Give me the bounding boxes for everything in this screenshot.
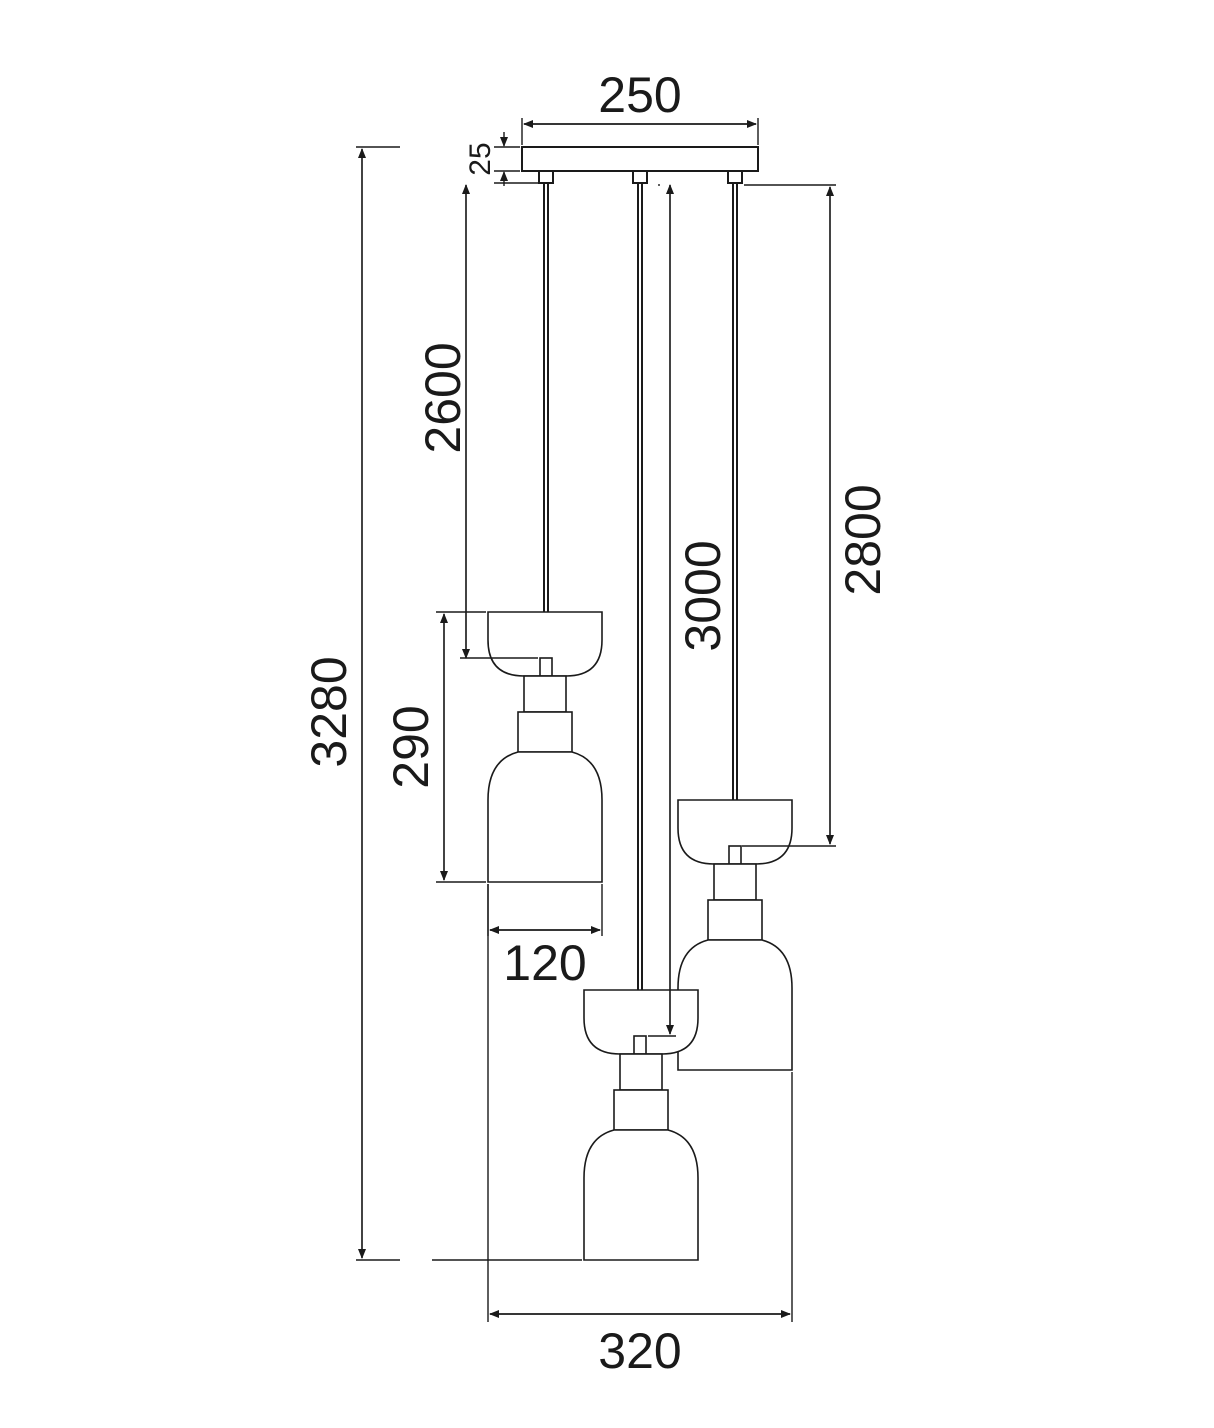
label-overall-width: 320 [598, 1323, 681, 1379]
label-cable-long: 3000 [675, 540, 731, 651]
label-cable-mid: 2800 [835, 484, 891, 595]
ceiling-canopy [521, 146, 759, 184]
dim-canopy-width: 250 [521, 67, 759, 145]
label-shade-width: 120 [503, 935, 586, 991]
label-canopy-width: 250 [598, 67, 681, 123]
dim-shade-width: 120 [487, 884, 603, 991]
dim-cable-long: 3000 [648, 184, 731, 1037]
label-shade-height: 290 [383, 705, 439, 788]
pendant-left [487, 611, 603, 883]
label-overall-height: 3280 [301, 656, 357, 767]
pendant-right [677, 799, 793, 1071]
suspension-cables [543, 183, 738, 1036]
dim-shade-height: 290 [383, 611, 486, 883]
dim-cable-short: 2600 [415, 184, 538, 659]
dim-overall-width: 320 [487, 884, 793, 1379]
dim-cable-mid: 2800 [742, 184, 891, 847]
label-canopy-height: 25 [464, 142, 497, 175]
bell-shade [487, 751, 603, 883]
pendant-center [583, 989, 699, 1261]
dim-overall-height: 3280 [301, 146, 582, 1261]
dim-canopy-height: 25 [464, 132, 520, 186]
label-cable-short: 2600 [415, 342, 471, 453]
